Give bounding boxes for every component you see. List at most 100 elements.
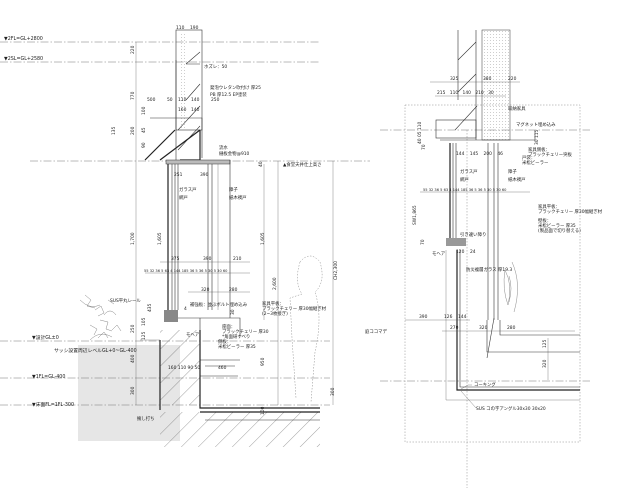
note-rail: SUS平丸レール	[110, 297, 141, 304]
right-wall	[481, 29, 511, 141]
window-frame	[167, 160, 231, 318]
dim-950: 950	[260, 357, 266, 366]
r-dim-sw: SW1,865	[412, 205, 418, 225]
r-dim-row2: 144 145 200 46	[456, 151, 503, 157]
dim-390b: 390	[203, 256, 212, 262]
note-top2: ブラックチェリー 厚30幅継ぎ材	[262, 305, 327, 312]
note-side1: 側板：	[218, 338, 231, 345]
dim-45: 45	[141, 127, 147, 133]
note-drain2: 樋板金物@910	[219, 150, 250, 157]
note-seat2: ブラックチェリー 厚30	[222, 328, 269, 335]
plant-sketch	[79, 294, 122, 341]
dim-375: 375	[171, 256, 180, 262]
note-insulation: 発泡ウレタン吹付け 厚25	[210, 84, 261, 91]
dim-1605b: 1,605	[260, 232, 266, 245]
dim-250b: 250	[130, 324, 136, 333]
sill-block	[164, 310, 178, 322]
r-note-caulk: コーキング	[474, 381, 496, 388]
dim-140: 140	[191, 107, 200, 113]
right-section: 325 380 220 215 110 140 210 30 収納家具 マグネッ…	[365, 29, 603, 488]
dim-500: 500	[147, 97, 156, 103]
r-note-hinge: 引き違い障り	[460, 231, 486, 238]
level-1fl: ▼1FL=GL-400	[32, 374, 65, 380]
right-sill-block	[446, 238, 466, 246]
dim-280: 280	[229, 287, 238, 293]
dim-105: 105	[141, 317, 147, 326]
r-dim-320v: 320	[542, 359, 548, 368]
r-note-top1: 家具平板：	[538, 203, 560, 210]
dim-110: 110	[176, 25, 185, 31]
level-gl: ▼設計GL±0	[32, 334, 59, 341]
note-seat3: *角面研すべり	[222, 333, 250, 340]
dim-200: 200	[130, 126, 136, 135]
dim-1700: 1,700	[130, 232, 136, 245]
left-section: ▼2FL=GL+2800 ▼2SL=GL+2580 ▼設計GL±0 サッシ設置周…	[0, 25, 370, 447]
dim-100: 100	[141, 106, 147, 115]
r-note-side3: (製品面で切り替える)	[538, 227, 581, 234]
dim-50: 50	[167, 97, 173, 103]
dim-220: 220	[130, 45, 136, 54]
r-dim-70b: 70	[420, 239, 426, 245]
dim-100b: 100	[260, 406, 266, 415]
foundation-hatch	[160, 330, 200, 405]
r-note-side2: 米松ビーラー 厚35	[538, 222, 576, 229]
note-top3: (2~3枚接ぎ)	[262, 310, 288, 317]
dim-160: 160	[178, 107, 187, 113]
r-dim-270: 270	[450, 325, 459, 331]
level-sash: サッシ設置周辺レベルGL+0~GL-400	[54, 347, 137, 354]
note-slope: ホズレ：50	[204, 63, 227, 70]
r-note-storage: 収納家具	[508, 105, 526, 112]
dim-110b: 110	[178, 97, 187, 103]
r-note-fusuma: 紙木襖戸	[508, 176, 526, 183]
dim-bottom-row: 160 110 90 50	[168, 365, 200, 371]
r-note-top2: ブラックチェリー 厚30幅継ぎ材	[538, 208, 603, 215]
r-dim-115: 30 115	[534, 129, 540, 145]
level-floor: ▼床面FL=1FL-300	[32, 401, 74, 408]
r-note-glass: ガラス戸	[460, 168, 478, 175]
r-dim-390: 390	[419, 314, 428, 320]
head-sill	[165, 159, 231, 165]
dim-250: 250	[211, 97, 220, 103]
note-ceiling: ▲食堂天井仕上高さ	[283, 161, 322, 168]
note-glass-door: ガラス戸	[179, 186, 197, 193]
level-2fl: ▼2FL=GL+2800	[4, 36, 43, 42]
dim-140b: 140	[191, 97, 200, 103]
note-drain: 流水	[219, 144, 228, 151]
dim-320: 320	[201, 287, 210, 293]
r-dim-325: 325	[450, 76, 459, 82]
dim-400: 400	[130, 354, 136, 363]
note-frame: 補強板：並ぶボルト埋め込み	[190, 301, 248, 308]
r-note-door2: 米松ビーラー	[522, 159, 548, 166]
dim-135: 135	[111, 126, 117, 135]
note-screen: 網戸	[179, 194, 188, 201]
r-dim-125: 125	[542, 339, 548, 348]
dim-row: 55 32 36 5 63 4 144 185 36 5 36 5 30 5 3…	[144, 269, 228, 273]
upper-wall-insulation	[180, 32, 186, 130]
dim-390: 390	[200, 172, 209, 178]
dim-40: 40	[258, 161, 264, 167]
r-dim-320: 320	[479, 325, 488, 331]
r-dim-280: 280	[507, 325, 516, 331]
level-2sl: ▼2SL=GL+2580	[4, 56, 43, 62]
r-dim-126: 126	[444, 314, 453, 320]
r-dim-24: 24	[470, 249, 476, 255]
dim-1605: 1,605	[157, 232, 163, 245]
dim-2600: 2,600	[272, 277, 278, 290]
corner-glass	[456, 250, 580, 391]
note-shoji: 障子	[229, 186, 238, 193]
r-note-fix2: ブラックチェリー突板	[528, 151, 573, 158]
dim-4: 4	[184, 306, 187, 312]
r-note-fix1: 家具側板：	[528, 146, 550, 153]
dim-460: 460	[218, 365, 227, 371]
note-top1: 家具平板：	[262, 300, 284, 307]
dim-300b: 300	[330, 387, 336, 396]
r-dim-row3: 55 32 36 5 63 4 144 185 36 5 36 5 30 5 3…	[423, 188, 507, 192]
dim-251: 251	[174, 172, 183, 178]
dim-30: 30	[230, 309, 236, 315]
dim-210: 210	[233, 256, 242, 262]
r-dim-row1: 215 110 140 210 30	[437, 90, 494, 96]
r-dim-40: 40 05 110	[417, 121, 423, 144]
r-note-side1: 壁板：	[538, 217, 551, 224]
